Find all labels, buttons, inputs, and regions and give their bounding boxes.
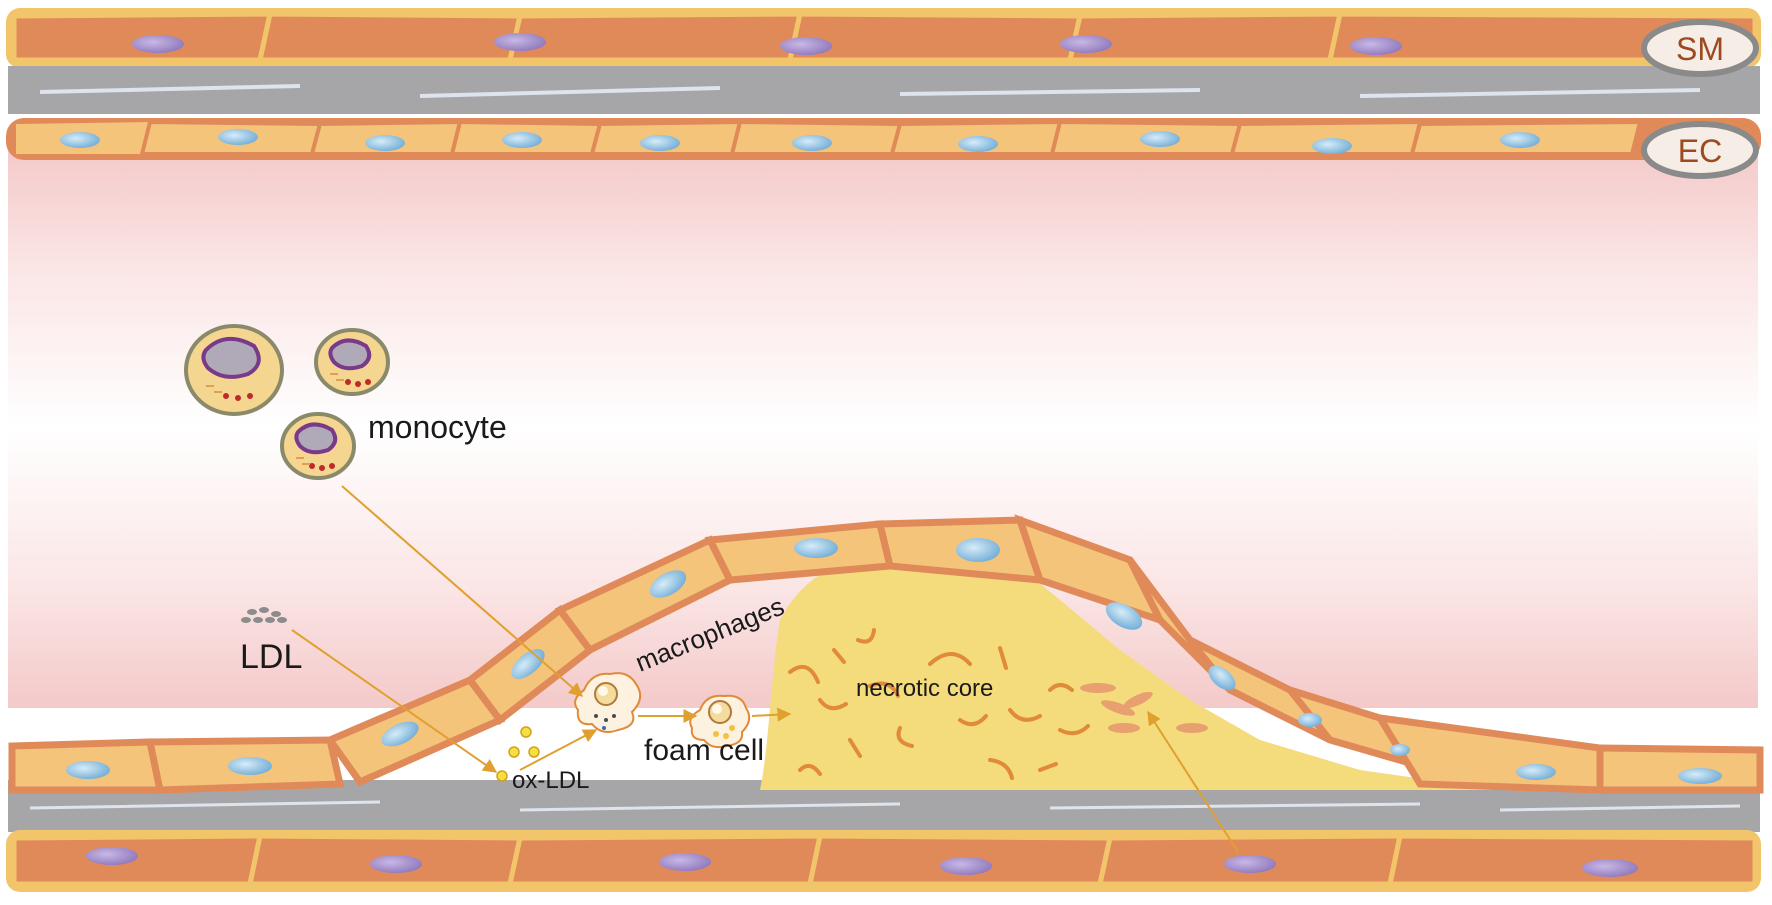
- plaque-endothelium: [8, 514, 1764, 794]
- monocyte-cell-icon: [184, 324, 284, 416]
- ec-nucleus: [1208, 665, 1236, 691]
- ec-nucleus: [1500, 132, 1540, 148]
- foam-to-core-arrow: [751, 707, 792, 722]
- sm-nucleus: [494, 33, 546, 51]
- monocyte-cell-icon: [280, 412, 356, 480]
- ec-nucleus: [956, 538, 1000, 562]
- plaque-smooth-muscle-cells: [1080, 683, 1208, 733]
- sm-nucleus: [659, 853, 711, 871]
- ec-nucleus: [1140, 131, 1180, 147]
- necrotic-core: [760, 565, 1500, 790]
- foam-cell-icon: [689, 694, 751, 749]
- top-smooth-muscle-layer: [6, 8, 1761, 68]
- sm-nucleus: [1224, 855, 1276, 873]
- ec-nucleus: [66, 761, 110, 779]
- bottom-vessel-wall: [6, 780, 1761, 892]
- ec-nucleus: [649, 570, 687, 598]
- ec-nucleus: [640, 135, 680, 151]
- ec-nucleus: [502, 132, 542, 148]
- ec-nucleus: [381, 721, 419, 747]
- ec-nucleus: [60, 132, 100, 148]
- ldl-label: LDL: [240, 638, 302, 676]
- foam-cell-label: foam cell: [644, 734, 764, 767]
- ec-nucleus: [1105, 602, 1143, 630]
- top-vessel-wall: [6, 8, 1761, 160]
- bottom-smooth-muscle-layer: [6, 830, 1761, 892]
- ec-nucleus: [794, 538, 838, 558]
- monocyte-cell-icon: [314, 328, 390, 396]
- top-endothelium: [6, 118, 1761, 160]
- ec-nucleus: [365, 135, 405, 151]
- ox-ldl-label: ox-LDL: [512, 767, 589, 794]
- sm-layer-badge: SM: [1641, 19, 1759, 77]
- sm-nucleus: [1582, 859, 1638, 877]
- bottom-elastic-membrane: [8, 780, 1760, 832]
- necrotic-core-label: necrotic core: [856, 675, 993, 702]
- ec-nucleus: [1390, 744, 1410, 756]
- ec-layer-badge: EC: [1641, 121, 1759, 179]
- ec-nucleus: [792, 135, 832, 151]
- sm-nucleus: [370, 855, 422, 873]
- sm-nucleus: [940, 857, 992, 875]
- sm-nucleus: [1350, 37, 1402, 55]
- sm-nucleus: [780, 37, 832, 55]
- ldl-to-oxldl-arrow: [291, 629, 498, 773]
- macrophage-cell-icon: [574, 672, 642, 733]
- ec-nucleus: [1516, 764, 1556, 780]
- sm-migration-arrow: [1147, 710, 1239, 853]
- sm-nucleus: [1060, 35, 1112, 53]
- sm-label: SM: [1676, 31, 1724, 67]
- ec-nucleus: [1298, 713, 1322, 727]
- pathway-arrows: [291, 485, 1239, 853]
- ldl-particles-icon: [241, 607, 287, 623]
- sm-nucleus: [132, 35, 184, 53]
- ec-nucleus: [218, 129, 258, 145]
- sm-nucleus: [86, 847, 138, 865]
- monocyte-label: monocyte: [368, 409, 507, 445]
- monocyte-to-macrophage-arrow: [341, 485, 584, 697]
- ec-label: EC: [1678, 133, 1722, 169]
- ox-ldl-particles-icon: [496, 726, 540, 782]
- ec-nucleus: [958, 136, 998, 152]
- ec-nucleus: [228, 757, 272, 775]
- necrotic-debris: [788, 628, 1090, 780]
- ec-nucleus: [1678, 768, 1722, 784]
- top-elastic-membrane: [8, 66, 1760, 114]
- oxldl-to-macrophage-arrow: [519, 729, 598, 771]
- ec-nucleus: [1312, 138, 1352, 154]
